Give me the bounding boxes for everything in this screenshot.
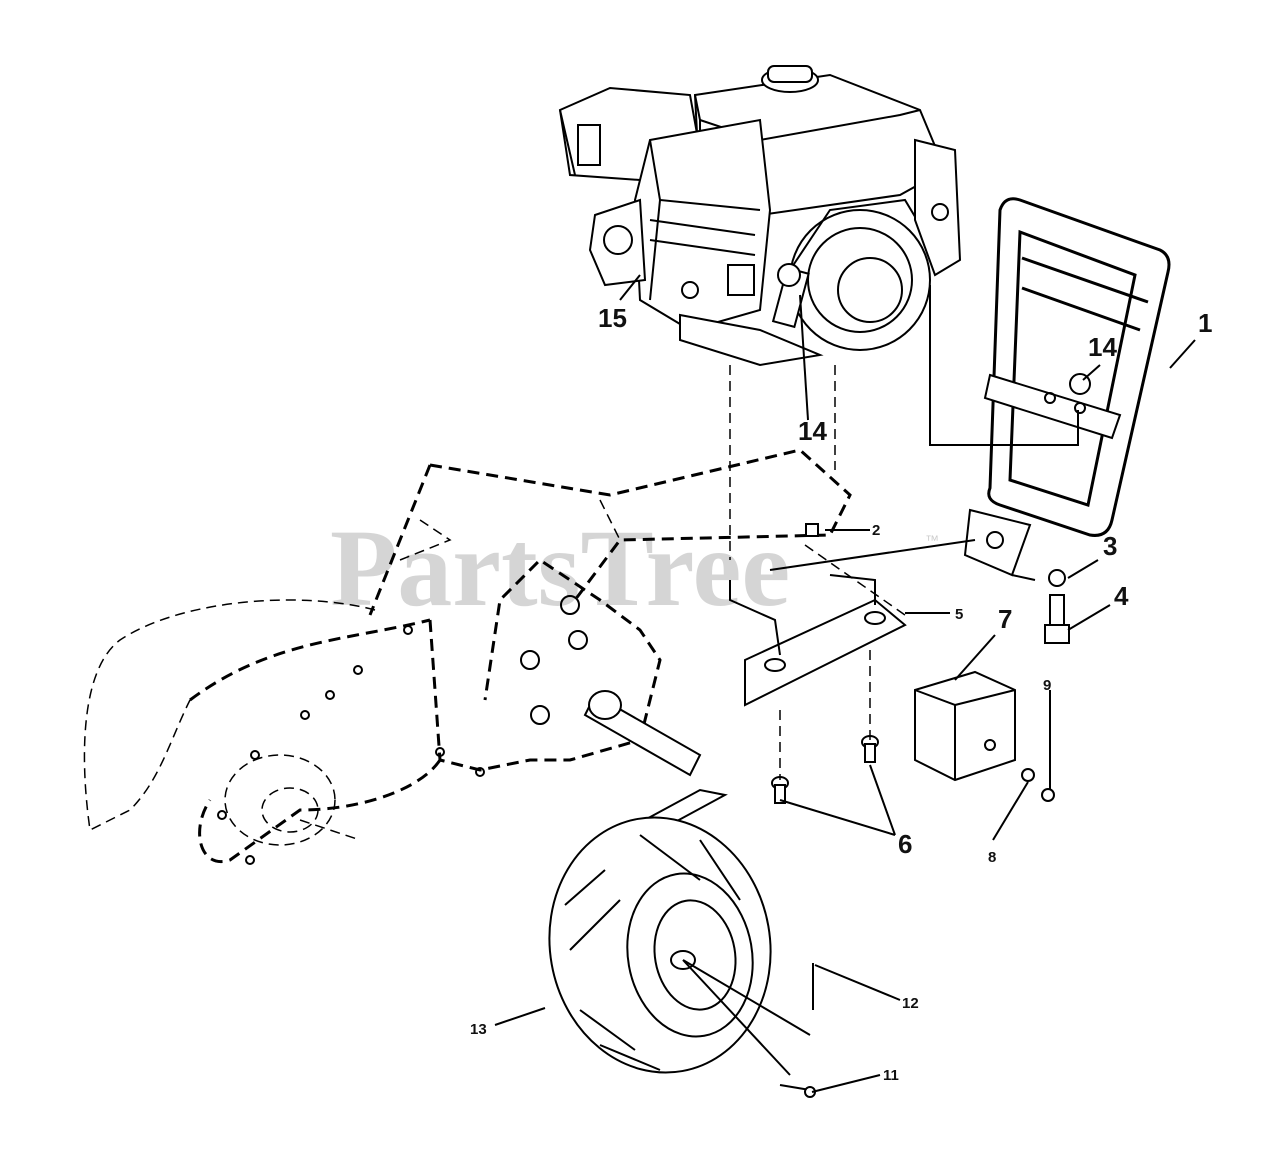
callout-7: 7	[998, 604, 1012, 634]
engine-assembly	[558, 65, 962, 367]
callout-3: 3	[1103, 531, 1117, 561]
wheel	[548, 788, 811, 1076]
callout-labels: 1 2 3 4 5 6 7 8 9 11 12 13 14 14 15	[470, 303, 1212, 1084]
frame-housing	[83, 448, 852, 865]
watermark: PartsTree ™	[330, 507, 939, 629]
callout-13: 13	[470, 1021, 487, 1038]
callout-15: 15	[598, 303, 627, 333]
callout-9: 9	[1043, 677, 1051, 694]
callout-2: 2	[872, 522, 880, 539]
callout-14-upper: 14	[1088, 332, 1117, 362]
alignment-lines	[729, 285, 1079, 790]
callout-14-lower: 14	[798, 416, 827, 446]
weight-block	[914, 670, 1016, 782]
callout-1: 1	[1198, 308, 1212, 338]
watermark-trademark: ™	[925, 532, 939, 548]
leader-lines	[494, 274, 1196, 1093]
mounting-bracket	[729, 574, 907, 707]
callout-5: 5	[955, 606, 963, 623]
callout-12: 12	[902, 995, 919, 1012]
watermark-text: PartsTree	[330, 507, 790, 629]
handle-assembly	[963, 197, 1171, 581]
callout-4: 4	[1114, 581, 1129, 611]
callout-6: 6	[898, 829, 912, 859]
callout-11: 11	[883, 1067, 899, 1084]
callout-8: 8	[988, 849, 996, 866]
